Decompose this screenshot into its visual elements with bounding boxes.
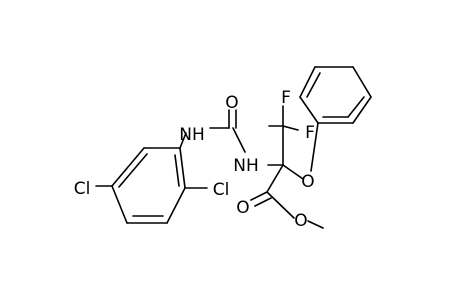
atom-label-o: O — [225, 93, 238, 113]
bond — [118, 153, 148, 188]
bond — [347, 96, 365, 118]
atom-label-cl: Cl — [74, 179, 91, 199]
bond — [111, 185, 128, 224]
atom-label-cl: Cl — [213, 180, 230, 200]
atom-label-o: O — [236, 198, 249, 218]
bond — [306, 72, 321, 98]
atom-label-f: F — [305, 123, 315, 143]
atom-label-o: O — [301, 172, 314, 192]
bond — [250, 191, 268, 201]
bond-lines — [95, 66, 372, 229]
atom-label-nh: NH — [233, 156, 259, 176]
bond — [282, 164, 304, 180]
atom-label-f: F — [281, 88, 291, 108]
bond — [179, 147, 186, 189]
bond — [310, 122, 319, 172]
atom-labels: O NH NH F F O Cl Cl O O — [74, 88, 315, 231]
bond — [299, 96, 319, 124]
bond — [352, 66, 372, 98]
bond — [232, 127, 246, 153]
bond — [111, 147, 145, 187]
bond — [166, 187, 186, 224]
bond — [307, 220, 324, 229]
bond — [179, 132, 187, 149]
bond — [352, 96, 372, 124]
bond — [266, 191, 295, 219]
atom-label-nh: NH — [179, 125, 205, 145]
bond — [266, 164, 284, 193]
bond — [282, 125, 299, 131]
bond — [299, 66, 316, 98]
bond — [254, 197, 272, 207]
bond — [174, 154, 180, 187]
atom-label-o: O — [294, 211, 307, 231]
